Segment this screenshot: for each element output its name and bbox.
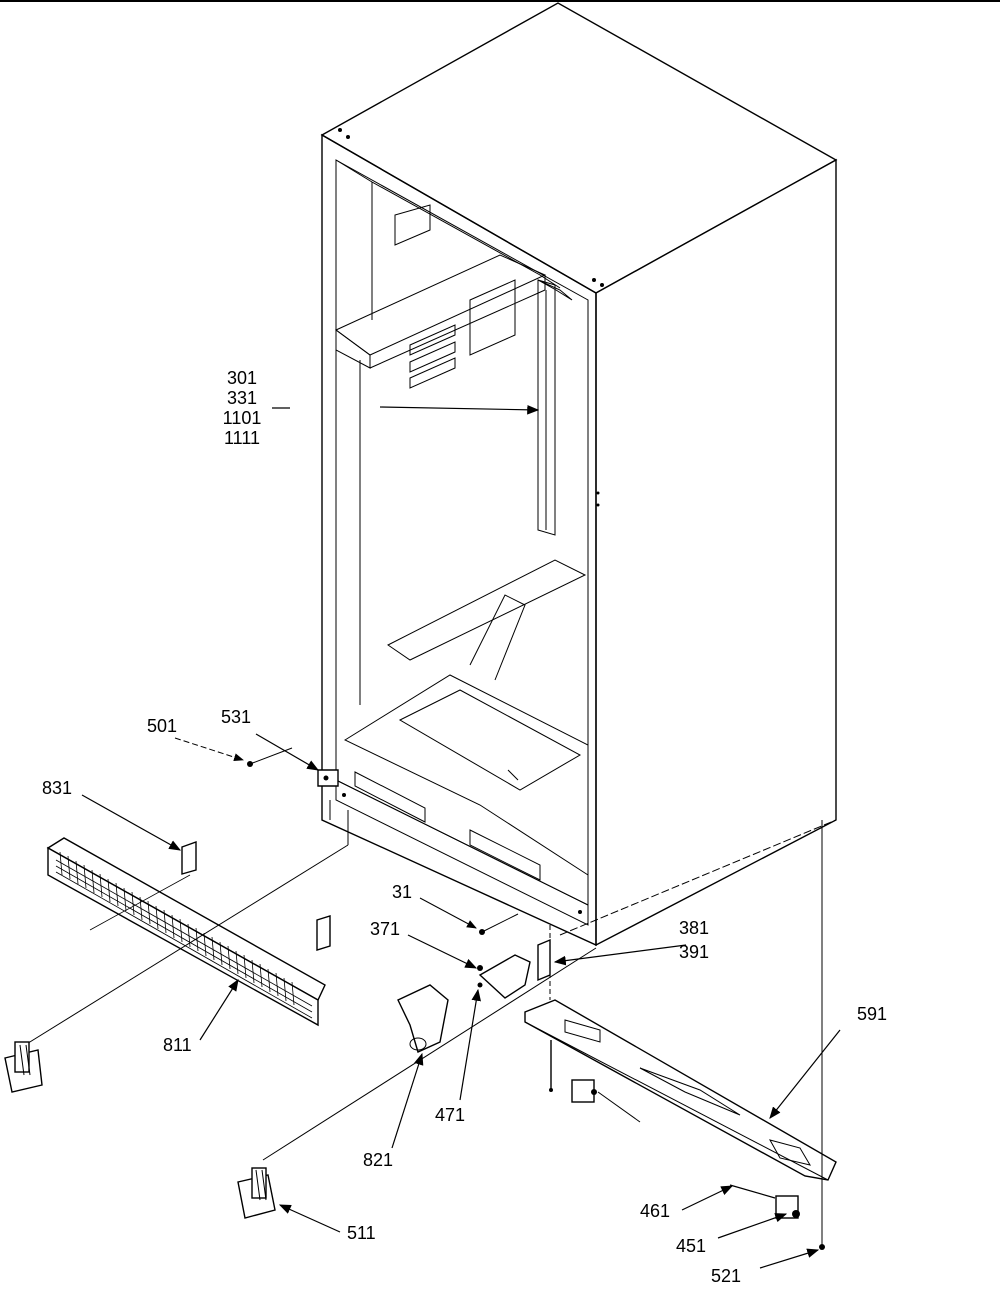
callout-821: 821 — [363, 1150, 394, 1170]
front-roller-bracket-591 — [524, 999, 837, 1181]
callout-381: 381 — [679, 918, 710, 938]
callout-331: 331 — [226, 388, 258, 408]
callout-501: 501 — [147, 716, 178, 736]
leader-521 — [759, 1248, 820, 1269]
axle-461 — [729, 1184, 776, 1199]
cabinet — [320, 2, 838, 947]
leader-31 — [419, 897, 477, 929]
callout-471: 471 — [435, 1105, 466, 1125]
leader-371 — [407, 934, 478, 969]
leader-531 — [255, 733, 320, 771]
callout-1111: 1111 — [223, 428, 261, 448]
hinge-bracket-531 — [317, 769, 339, 787]
toe-grille-811 — [46, 837, 326, 1027]
leader-811 — [199, 978, 239, 1041]
callout-521: 521 — [711, 1266, 742, 1286]
callout-831: 831 — [42, 778, 73, 798]
callout-301-group: 301 331 1101 1111 — [214, 368, 270, 448]
leader-451 — [717, 1213, 788, 1239]
leader-381 — [553, 944, 687, 966]
leader-301 — [379, 404, 540, 415]
callout-371: 371 — [370, 919, 401, 939]
callout-811: 811 — [163, 1035, 192, 1055]
roller-451 — [775, 1195, 800, 1219]
callout-301: 301 — [226, 368, 258, 388]
callout-511: 511 — [347, 1223, 376, 1243]
roller-left — [4, 1041, 43, 1093]
clip-831 — [181, 841, 197, 875]
plate-381 — [537, 938, 551, 982]
callout-531: 531 — [221, 707, 252, 727]
screw-31 — [479, 913, 519, 935]
callout-461: 461 — [640, 1201, 671, 1221]
axis-591 — [559, 819, 837, 936]
pin-471 — [477, 982, 483, 988]
hinge-371 — [477, 954, 531, 999]
roller-511 — [237, 1167, 276, 1219]
leader-591 — [769, 1029, 841, 1119]
leader-471 — [459, 988, 481, 1101]
leader-501 — [174, 737, 244, 762]
axis-left-caster — [24, 844, 349, 1046]
leader-461 — [681, 1185, 734, 1211]
leader-511 — [278, 1204, 341, 1233]
callout-391: 391 — [679, 942, 710, 962]
caster-block-821 — [397, 984, 449, 1053]
leader-831 — [81, 794, 182, 851]
callout-591: 591 — [857, 1004, 888, 1024]
axis-821 — [262, 947, 597, 1161]
callout-451: 451 — [676, 1236, 707, 1256]
leader-821 — [391, 1052, 424, 1149]
clip-831-lower — [316, 915, 331, 951]
roller-451-upper — [571, 1079, 641, 1123]
callout-1101: 1101 — [222, 408, 262, 428]
callout-31: 31 — [392, 882, 413, 902]
axis-grille-clip — [89, 874, 191, 931]
